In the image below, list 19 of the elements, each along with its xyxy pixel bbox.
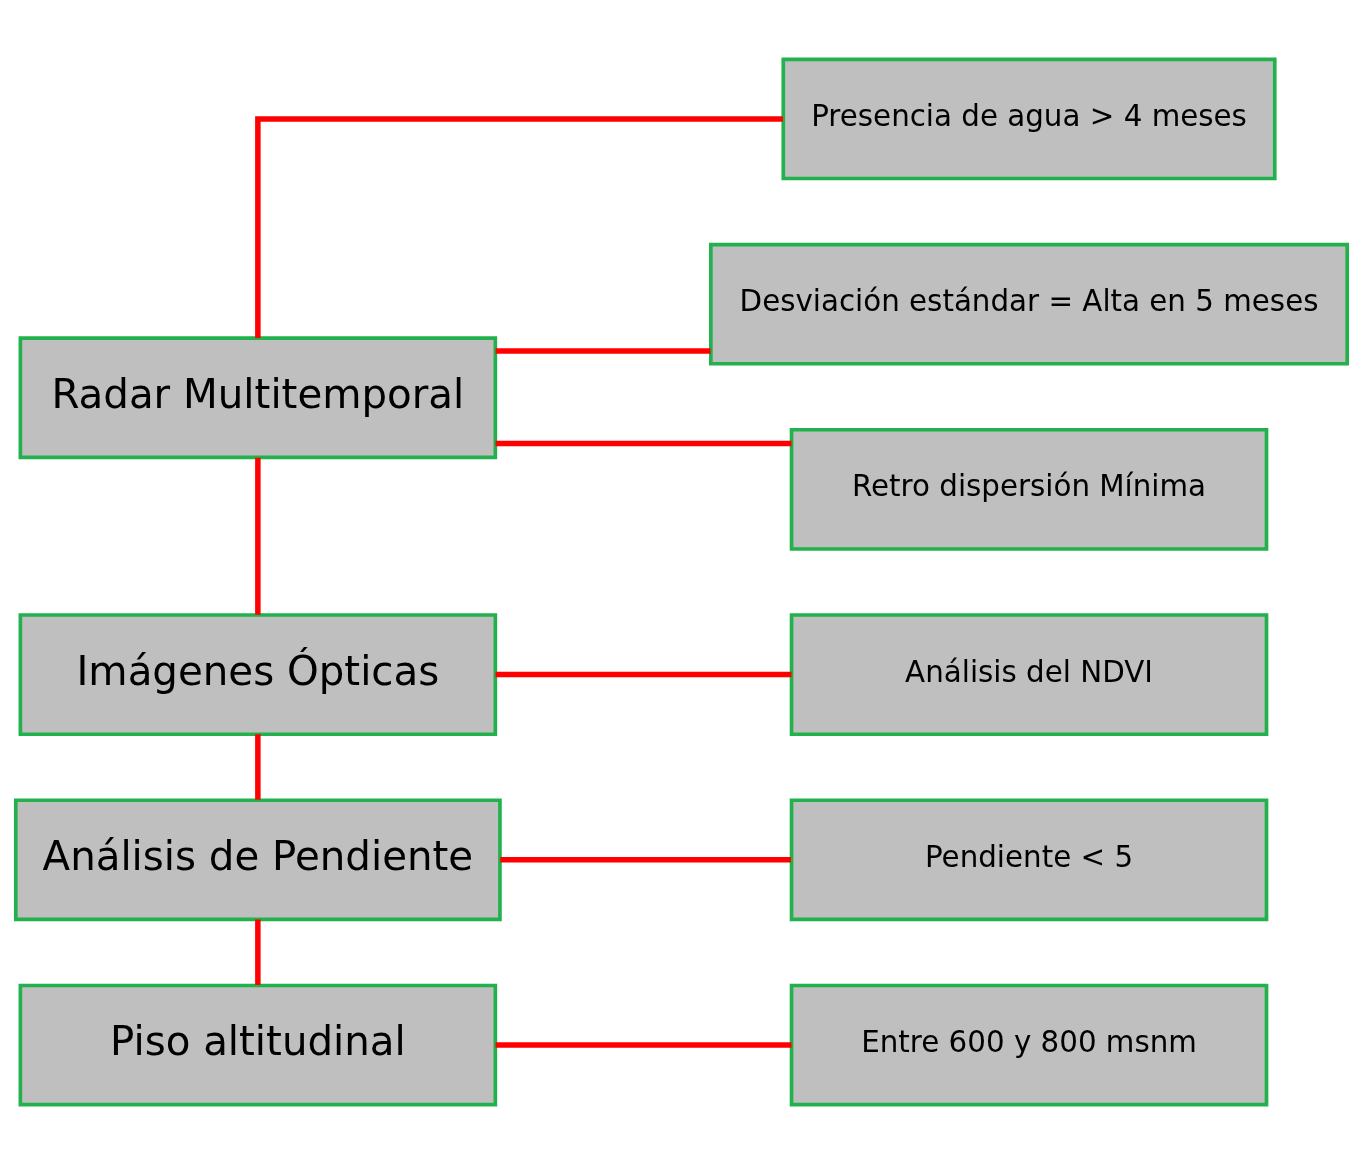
node-box: Imágenes Ópticas xyxy=(18,613,498,737)
connector xyxy=(255,116,783,338)
node-box: Entre 600 y 800 msnm xyxy=(789,983,1269,1107)
node-box: Retro dispersión Mínima xyxy=(789,427,1269,551)
connector xyxy=(495,440,792,447)
connector xyxy=(255,457,261,615)
node-box: Análisis del NDVI xyxy=(789,613,1269,737)
connector xyxy=(495,1042,792,1048)
connector xyxy=(255,734,261,800)
node-box: Desviación estándar = Alta en 5 meses xyxy=(709,242,1350,366)
node-box: Piso altitudinal xyxy=(18,983,498,1107)
node-box: Análisis de Pendiente xyxy=(13,798,502,922)
connector xyxy=(495,348,711,354)
node-box: Radar Multitemporal xyxy=(18,336,498,460)
connector xyxy=(495,671,792,678)
connector xyxy=(500,857,791,863)
node-box: Pendiente < 5 xyxy=(789,798,1269,922)
connector xyxy=(255,919,261,985)
node-box: Presencia de agua > 4 meses xyxy=(781,57,1277,181)
